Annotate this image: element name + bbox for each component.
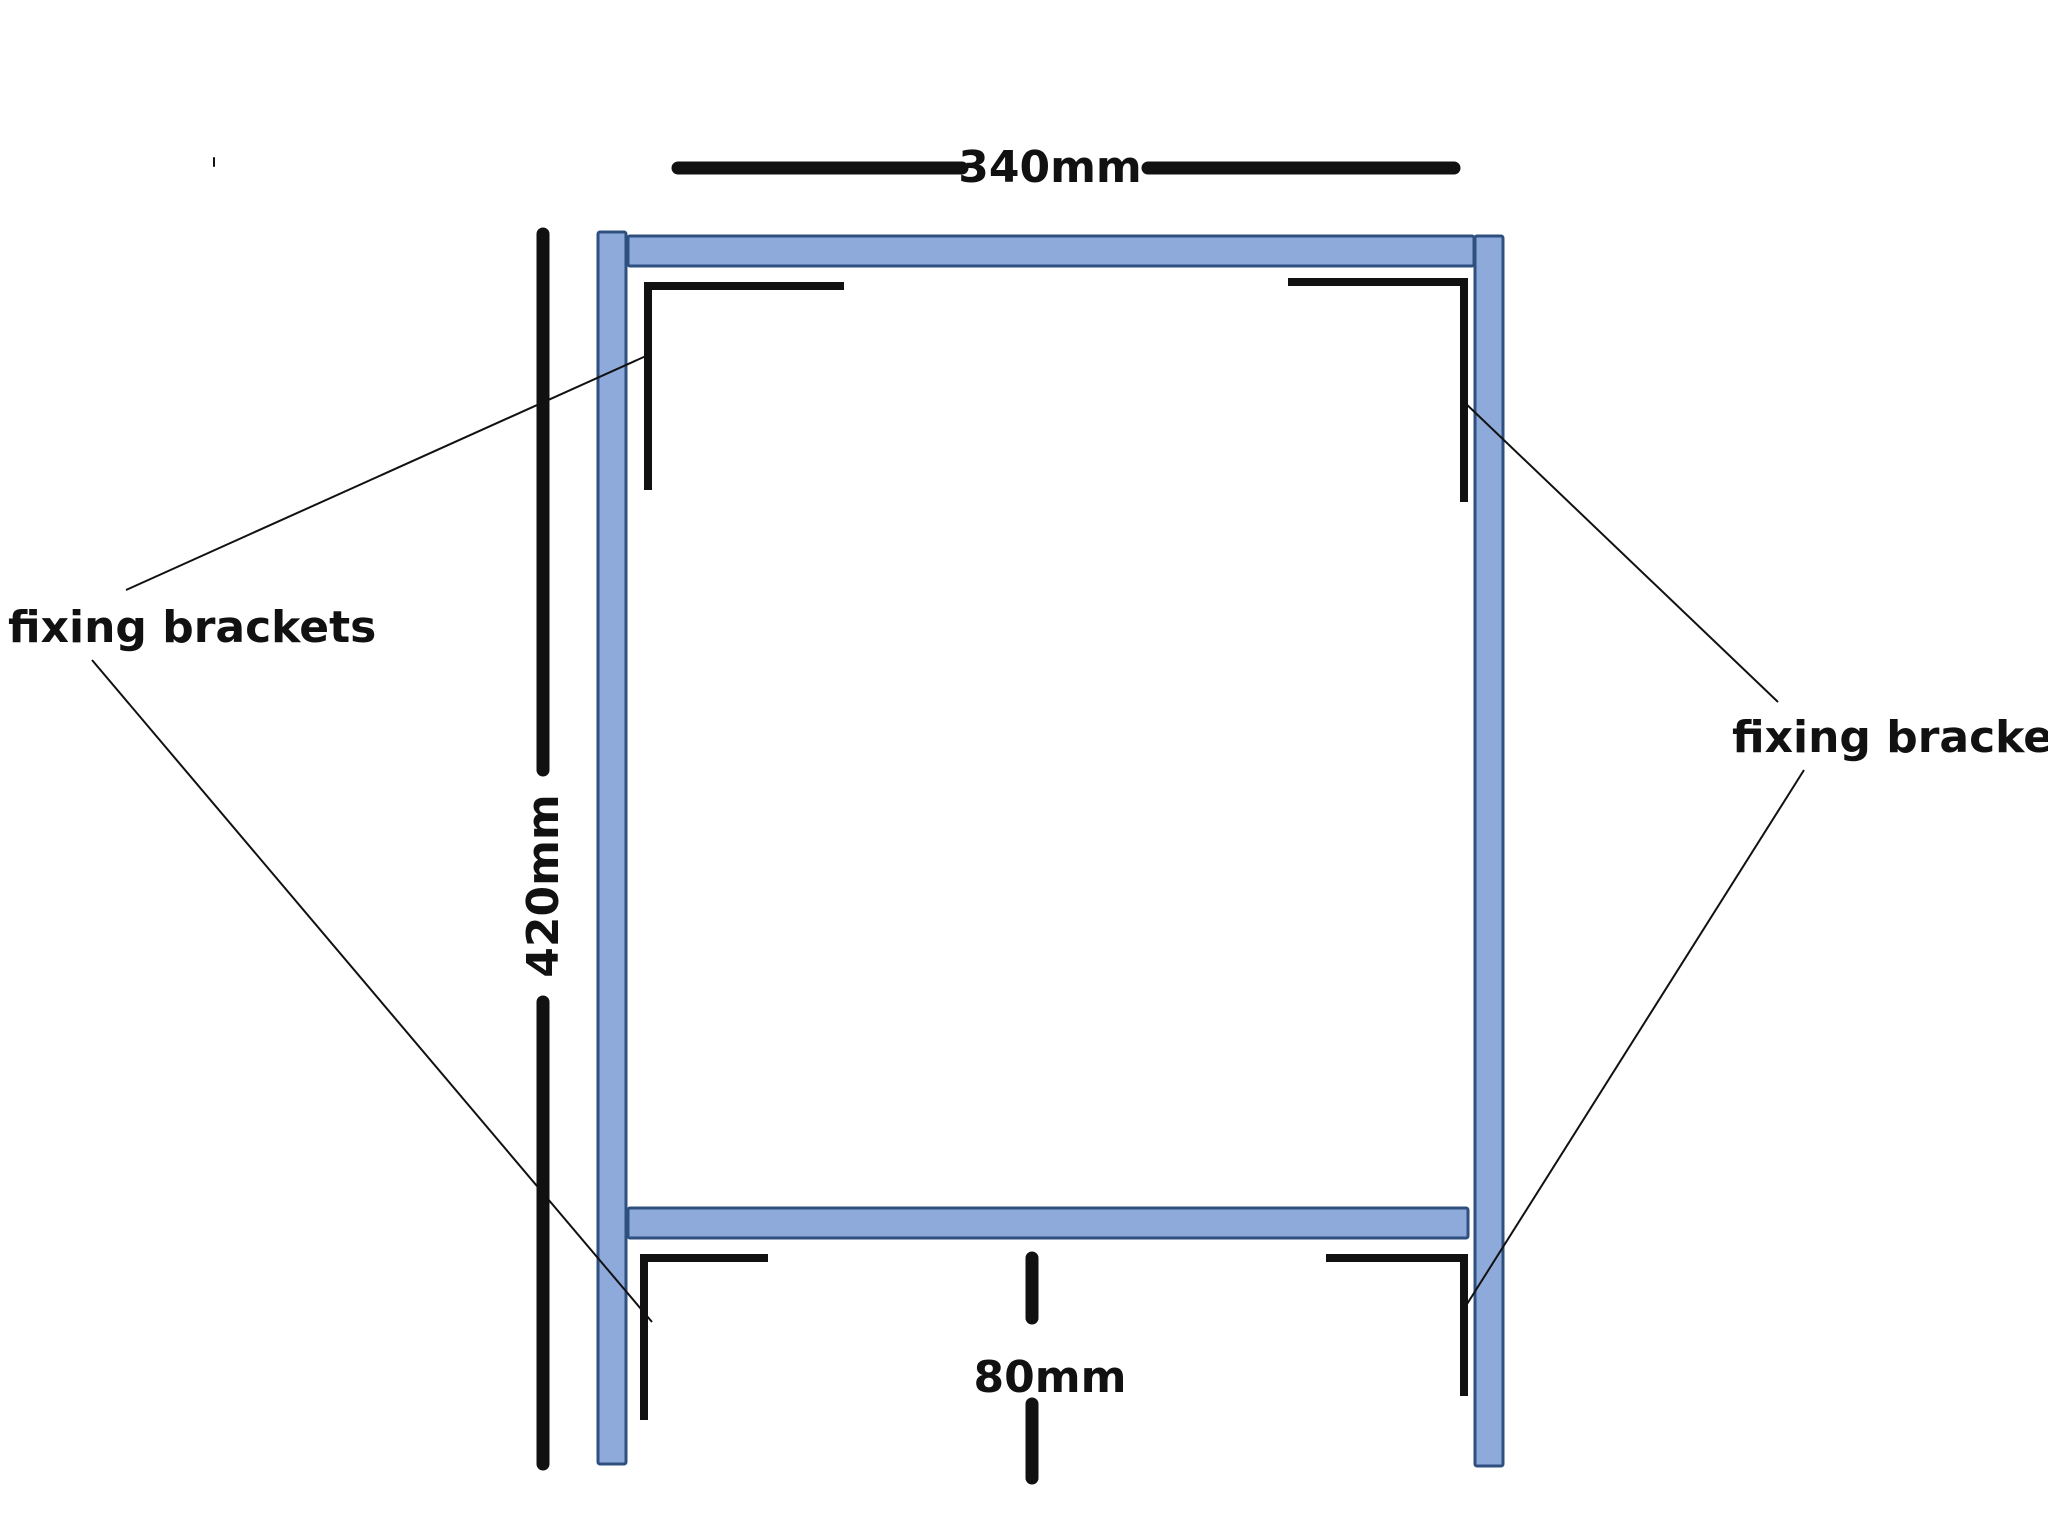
dimension-lines	[213, 157, 1461, 1485]
callout-leaders	[91, 355, 1805, 1323]
leader-left-to-bottom-bracket	[91, 659, 653, 1323]
bracket-bottom-right	[1326, 1254, 1468, 1396]
top-board	[626, 234, 1476, 268]
height-dimension-label: 420mm	[518, 794, 569, 978]
callout-label-left: fixing brackets	[8, 602, 376, 653]
bracket-top-left	[644, 282, 844, 490]
leader-right-to-top-bracket	[1461, 399, 1779, 703]
leader-left-to-top-bracket	[125, 355, 647, 591]
fixing-brackets	[640, 278, 1468, 1420]
frame-boards	[596, 230, 1505, 1468]
left-side-board	[596, 230, 628, 1466]
lower-shelf-board	[626, 1206, 1470, 1240]
right-side-board	[1473, 234, 1505, 1468]
callout-label-right: fixing brackets	[1732, 712, 2048, 763]
leader-right-to-bottom-bracket	[1461, 769, 1805, 1313]
bracket-bottom-left	[640, 1254, 768, 1420]
bracket-top-right	[1288, 278, 1468, 502]
gap-dimension-label: 80mm	[974, 1352, 1127, 1403]
width-dimension-label: 340mm	[958, 142, 1142, 193]
